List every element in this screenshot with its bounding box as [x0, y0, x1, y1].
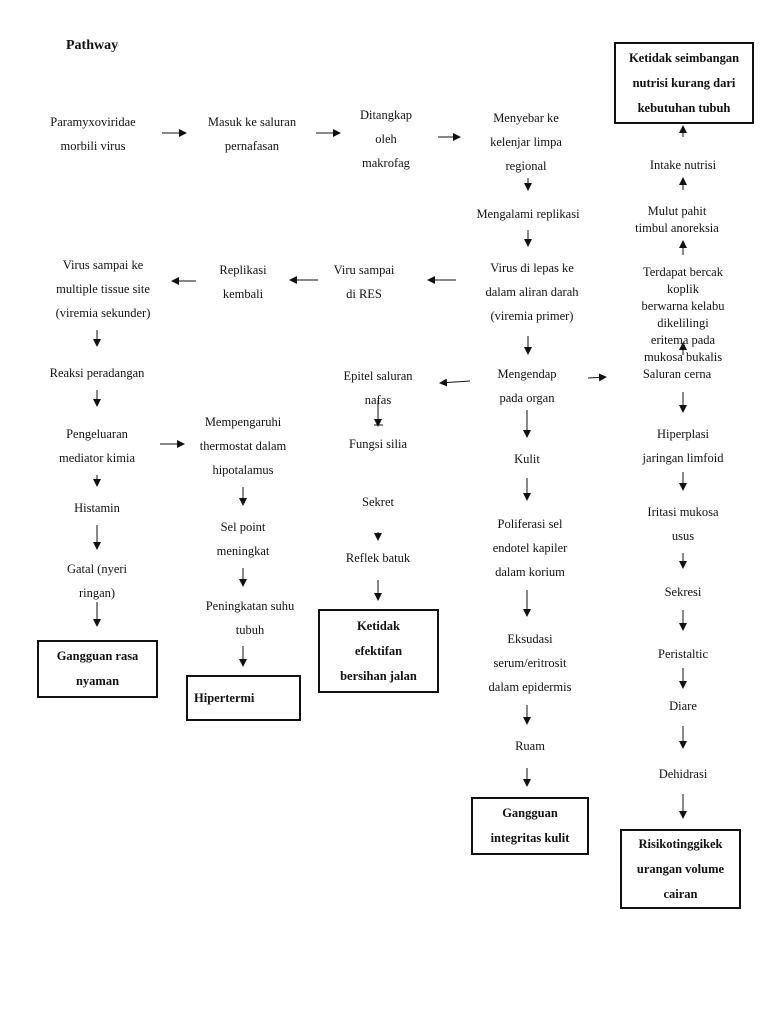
node-peningkatan-suhu: Peningkatan suhu tubuh — [205, 599, 295, 637]
node-proliferasi-sel: Poliferasi sel endotel kapiler dalam kor… — [492, 517, 568, 579]
node-gatal: Gatal (nyeri ringan) — [66, 562, 128, 600]
node-bercak-koplik: Terdapat bercak koplik berwarna kelabu d… — [641, 265, 725, 364]
node-mediator-kimia: Pengeluaran mediator kimia — [58, 427, 136, 465]
node-epitel-saluran-nafas: Epitel saluran nafas — [343, 369, 413, 407]
node-replikasi-kembali: Replikasi kembali — [219, 263, 267, 301]
node-saluran-cerna: Saluran cerna — [642, 367, 712, 381]
node-sekresi: Sekresi — [664, 585, 702, 599]
node-reaksi-peradangan: Reaksi peradangan — [49, 366, 145, 380]
node-mengendap-pada-organ: Mengendap pada organ — [497, 367, 557, 405]
node-viremia-primer: Virus di lepas ke dalam aliran darah (vi… — [485, 261, 579, 323]
node-mengalami-replikasi: Mengalami replikasi — [476, 207, 580, 221]
node-sekret: Sekret — [362, 495, 394, 509]
node-eksudasi: Eksudasi serum/eritrosit dalam epidermis — [488, 632, 572, 694]
node-histamin: Histamin — [74, 501, 120, 515]
node-fungsi-silia: Fungsi silia — [349, 437, 407, 451]
box-risiko-kekurangan-volume-cairan: Risikotinggikek urangan volume cairan — [620, 829, 741, 909]
node-paramyxovirus: Paramyxoviridae morbili virus — [50, 115, 136, 153]
node-sel-point: Sel point meningkat — [216, 520, 270, 558]
flow-arrow — [439, 378, 471, 387]
node-kulit: Kulit — [514, 452, 540, 466]
box-gangguan-integritas-kulit: Gangguan integritas kulit — [471, 797, 589, 855]
node-diare: Diare — [669, 699, 697, 713]
node-peristaltic: Peristaltic — [658, 647, 708, 661]
flow-arrow — [587, 373, 607, 382]
node-mulut-pahit-anoreksia: Mulut pahit timbul anoreksia — [635, 204, 719, 235]
node-ditangkap-makrofag: Ditangkap oleh makrofag — [359, 108, 413, 170]
node-menyebar-kelenjar: Menyebar ke kelenjar limpa regional — [490, 111, 562, 173]
box-hipertermi: Hipertermi — [186, 675, 301, 721]
box-nutrisi-kurang: Ketidak seimbangan nutrisi kurang dari k… — [614, 42, 754, 124]
box-bersihan-jalan-nafas: Ketidak efektifan bersihan jalan — [318, 609, 439, 693]
node-iritasi-mukosa: Iritasi mukosa usus — [647, 505, 719, 543]
node-thermostat-hipotalamus: Mempengaruhi thermostat dalam hipotalamu… — [199, 415, 287, 477]
node-viremia-sekunder: Virus sampai ke multiple tissue site (vi… — [55, 258, 151, 320]
node-hiperplasi-limfoid: Hiperplasi jaringan limfoid — [642, 427, 724, 465]
node-ruam: Ruam — [515, 739, 545, 753]
node-intake-nutrisi: Intake nutrisi — [649, 158, 717, 172]
node-masuk-saluran-pernafasan: Masuk ke saluran pernafasan — [207, 115, 297, 153]
node-virus-di-res: Viru sampai di RES — [333, 263, 395, 301]
page-title: Pathway — [66, 38, 119, 53]
node-reflek-batuk: Reflek batuk — [345, 551, 411, 565]
node-dehidrasi: Dehidrasi — [658, 767, 708, 781]
box-gangguan-rasa-nyaman: Gangguan rasa nyaman — [37, 640, 158, 698]
